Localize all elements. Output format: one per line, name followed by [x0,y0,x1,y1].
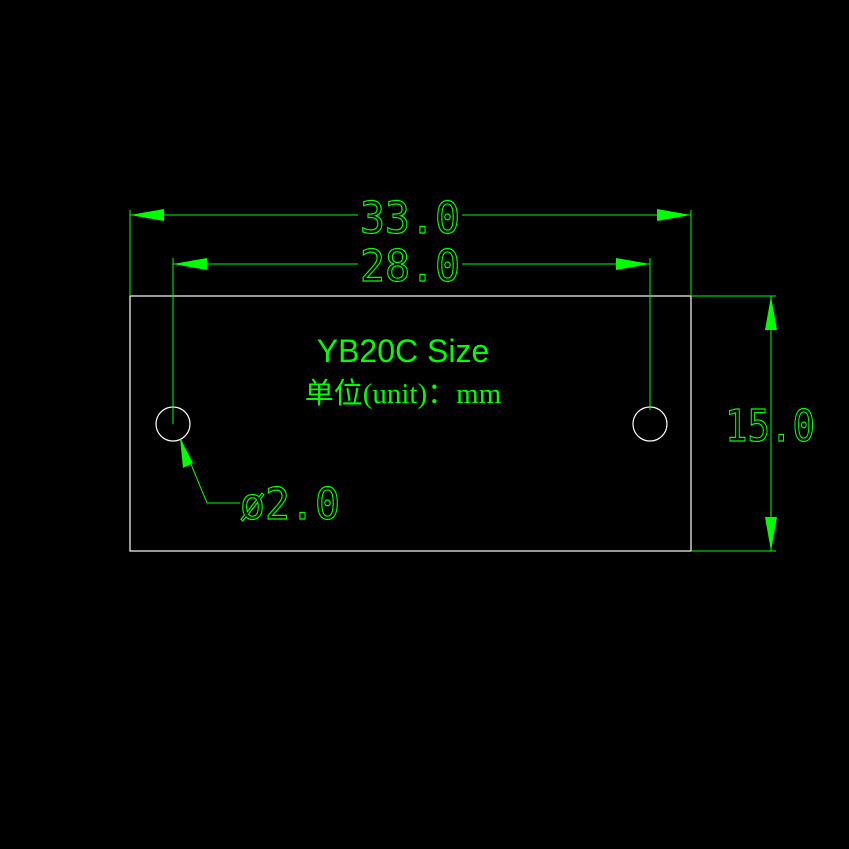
arrow-left [173,258,207,270]
hole-spacing-label: 28.0 [360,241,460,292]
arrow-left [130,209,164,221]
overall-width-dimension [129,209,692,296]
arrow-leader [180,438,193,468]
hole-diameter-leader [180,438,240,504]
part-outline [129,295,692,552]
overall-width-label: 33.0 [360,193,460,244]
unit-label: 单位(unit)：mm [305,377,502,410]
drawing-title: YB20C Size [317,333,490,369]
mounting-hole-right [632,406,668,442]
height-label: 15.0 [725,401,815,452]
arrow-right [657,209,691,221]
hole-spacing-dimension [172,258,651,424]
arrow-up [765,296,777,330]
height-dimension [691,295,777,552]
hole-diameter-label: ø2.0 [240,479,340,530]
arrow-right [616,258,650,270]
arrow-down [765,517,777,551]
